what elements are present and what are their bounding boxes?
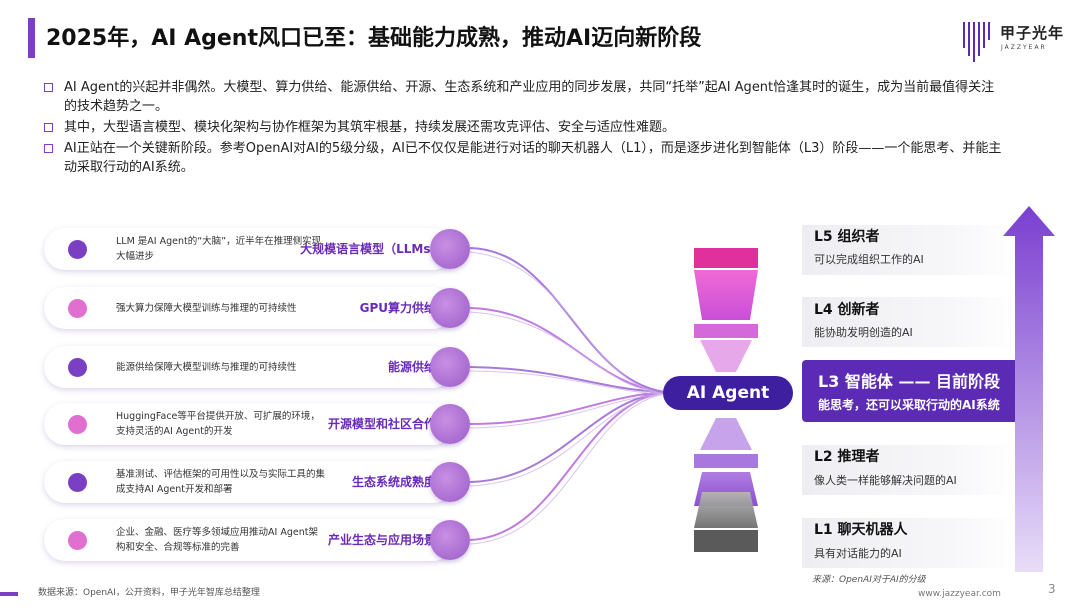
level-title: L4 创新者 — [814, 299, 880, 319]
factor-label: 生态系统成熟度 — [352, 461, 436, 503]
card-cap-circle — [430, 520, 470, 560]
factor-card-ecosystem: 基准测试、评估框架的可用性以及与实际工具的集成支持AI Agent开发和部署 生… — [44, 461, 454, 503]
factor-description: LLM 是AI Agent的“大脑”，近半年在推理侧实现大幅进步 — [116, 232, 326, 266]
page-number: 3 — [1048, 582, 1056, 596]
factor-label: 产业生态与应用场景 — [328, 519, 436, 561]
level-title-current: L3 智能体 —— 目前阶段 — [818, 368, 1000, 392]
level-description: 像人类一样能够解决问题的AI — [814, 472, 957, 488]
factor-card-energy: 能源供给保障大模型训练与推理的可持续性 能源供给 — [44, 346, 454, 388]
factor-description: 基准测试、评估框架的可用性以及与实际工具的集成支持AI Agent开发和部署 — [116, 465, 326, 499]
level-title: L1 聊天机器人 — [814, 519, 908, 539]
factor-label: 能源供给 — [388, 346, 436, 388]
footer-accent-bar — [0, 592, 18, 596]
factor-description: 企业、金融、医疗等多领域应用推动AI Agent架构和安全、合规等标准的完善 — [116, 523, 326, 557]
level-title: L5 组织者 — [814, 226, 880, 246]
factor-dot-icon — [68, 473, 87, 492]
ai-agent-center-label: AI Agent — [663, 376, 793, 410]
level-source-note: 来源：OpenAI对于AI的分级 — [812, 572, 926, 585]
factor-card-llm: LLM 是AI Agent的“大脑”，近半年在推理侧实现大幅进步 大规模语言模型… — [44, 228, 454, 270]
factor-label: 开源模型和社区合作 — [328, 403, 436, 445]
factor-card-gpu: 强大算力保障大模型训练与推理的可持续性 GPU算力供给 — [44, 287, 454, 329]
factor-dot-icon — [68, 240, 87, 259]
footer-source: 数据来源：OpenAI，公开资料，甲子光年智库总结整理 — [38, 585, 260, 598]
factor-dot-icon — [68, 531, 87, 550]
level-description: 可以完成组织工作的AI — [814, 251, 924, 267]
factor-dot-icon — [68, 358, 87, 377]
card-cap-circle — [430, 229, 470, 269]
level-description: 能协助发明创造的AI — [814, 324, 913, 340]
factor-card-open-source: HuggingFace等平台提供开放、可扩展的环境，支持灵活的AI Agent的… — [44, 403, 454, 445]
factor-description: HuggingFace等平台提供开放、可扩展的环境，支持灵活的AI Agent的… — [116, 407, 326, 441]
level-description-current: 能思考，还可以采取行动的AI系统 — [818, 396, 1000, 413]
card-cap-circle — [430, 404, 470, 444]
factor-description: 强大算力保障大模型训练与推理的可持续性 — [116, 291, 326, 325]
factor-description: 能源供给保障大模型训练与推理的可持续性 — [116, 350, 326, 384]
factor-dot-icon — [68, 299, 87, 318]
card-cap-circle — [430, 347, 470, 387]
factor-card-industry: 企业、金融、医疗等多领域应用推动AI Agent架构和安全、合规等标准的完善 产… — [44, 519, 454, 561]
card-cap-circle — [430, 288, 470, 328]
level-title: L2 推理者 — [814, 446, 880, 466]
level-description: 具有对话能力的AI — [814, 545, 902, 561]
factor-dot-icon — [68, 415, 87, 434]
card-cap-circle — [430, 462, 470, 502]
footer-url: www.jazzyear.com — [918, 589, 1001, 599]
factor-label: 大规模语言模型（LLMs) — [300, 228, 436, 270]
factor-label: GPU算力供给 — [360, 287, 436, 329]
progress-arrow-icon — [1003, 206, 1055, 572]
